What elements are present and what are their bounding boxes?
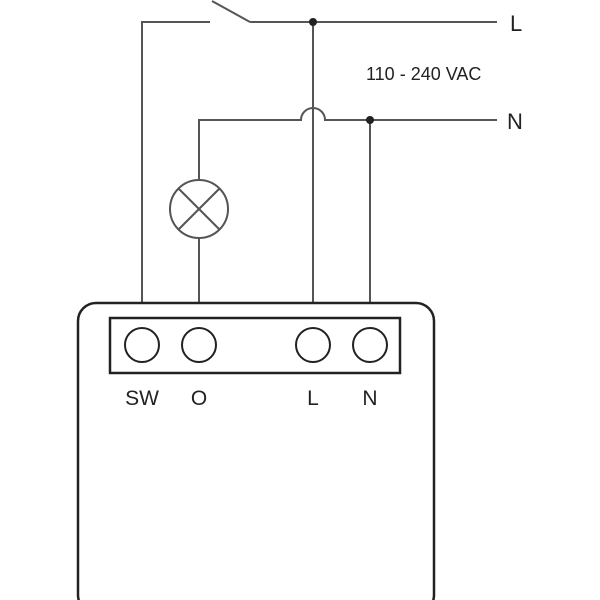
terminal-label-l: L (307, 387, 319, 410)
voltage-label: 110 - 240 VAC (366, 64, 481, 84)
neutral-label: N (507, 109, 523, 134)
device-housing (76, 301, 436, 600)
terminal-n[interactable] (352, 327, 388, 363)
lamp-icon (169, 179, 229, 239)
line-junction-dot (309, 18, 317, 26)
terminal-o[interactable] (181, 327, 217, 363)
switch-wire (141, 21, 210, 303)
terminal-label-o: O (191, 387, 207, 410)
terminal-sw[interactable] (124, 327, 160, 363)
line-label: L (510, 11, 522, 36)
terminal-label-n: N (362, 387, 377, 410)
neutral-junction-dot (366, 116, 374, 124)
switch-icon (211, 0, 251, 23)
lamp-neutral-wire (198, 107, 329, 180)
terminal-label-sw: SW (125, 387, 159, 410)
terminal-l[interactable] (295, 327, 331, 363)
